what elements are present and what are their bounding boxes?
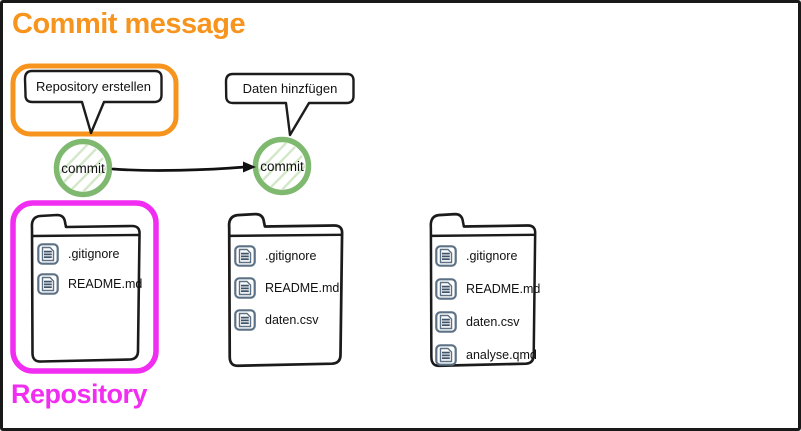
speech-bubble-1-shape <box>23 69 163 135</box>
folder-3-file-list: .gitignore README.md daten.csv <box>435 245 540 366</box>
file-icon <box>234 245 256 267</box>
file-name: .gitignore <box>265 249 317 263</box>
file-name: .gitignore <box>466 249 518 263</box>
file-icon <box>435 344 457 366</box>
file-row: daten.csv <box>234 309 339 331</box>
file-row: daten.csv <box>435 311 540 333</box>
file-name: .gitignore <box>68 247 120 261</box>
file-row: README.md <box>37 273 142 295</box>
speech-bubble-1-label: Repository erstellen <box>36 79 151 94</box>
file-icon <box>37 243 59 265</box>
file-name: daten.csv <box>265 313 319 327</box>
commit-node-2-circle <box>252 136 312 196</box>
file-icon <box>234 277 256 299</box>
commit-node-1-hatch <box>59 144 107 192</box>
repository-caption: Repository <box>11 379 148 409</box>
commit-node-2-hatch <box>258 142 306 190</box>
file-name: README.md <box>466 282 541 296</box>
file-icon <box>37 273 59 295</box>
commit-node-2-label: commit <box>260 159 304 174</box>
file-row: .gitignore <box>435 245 540 267</box>
speech-bubble-2-shape <box>224 72 355 137</box>
file-row: .gitignore <box>234 245 339 267</box>
speech-bubble-2-label: Daten hinzfügen <box>242 81 338 96</box>
file-name: daten.csv <box>466 315 520 329</box>
repository-highlight-box <box>10 200 159 374</box>
file-name: README.md <box>68 277 143 291</box>
page-title: Commit message <box>12 8 246 40</box>
file-row: .gitignore <box>37 243 142 265</box>
folder-2-file-list: .gitignore README.md daten.csv <box>234 245 339 331</box>
file-icon <box>435 278 457 300</box>
commit-message-highlight-box <box>10 63 179 137</box>
file-icon <box>234 309 256 331</box>
file-icon <box>435 311 457 333</box>
diagram-shapes-layer <box>10 63 537 374</box>
commit-arrow-head <box>243 161 256 173</box>
folder-1-file-list: .gitignore README.md <box>37 243 142 295</box>
file-row: README.md <box>435 278 540 300</box>
commit-node-1-circle <box>53 138 113 198</box>
file-name: README.md <box>265 281 340 295</box>
file-name: analyse.qmd <box>466 348 537 362</box>
file-row: README.md <box>234 277 339 299</box>
file-row: analyse.qmd <box>435 344 540 366</box>
file-icon <box>435 245 457 267</box>
commit-arrow <box>111 165 247 172</box>
commit-node-1-label: commit <box>61 161 105 176</box>
